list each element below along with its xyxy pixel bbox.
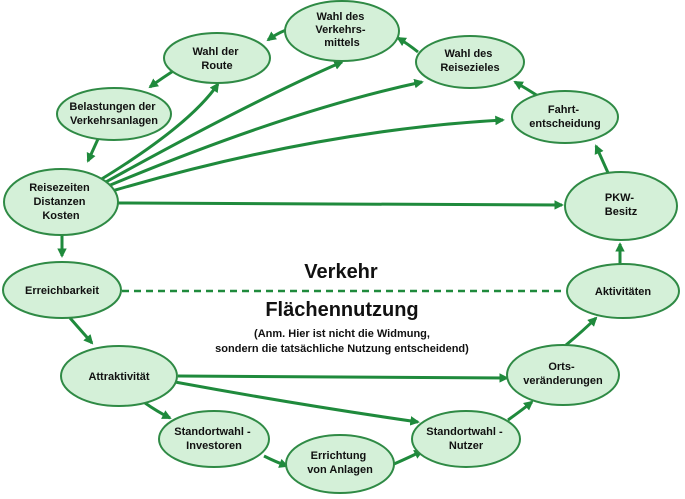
arrow-erreichbarkeit-to-attraktivitaet	[68, 317, 94, 345]
arrow-pkw-to-fahrtentscheidung	[594, 144, 611, 176]
node-pkw-besitz: PKW- Besitz	[564, 171, 678, 241]
note-line-2: sondern die tatsächliche Nutzung entsche…	[215, 343, 469, 355]
arrow-verkehrsmittel-to-route	[266, 28, 287, 42]
arrow-reisezeiten-to-fahrtentscheidung	[111, 115, 505, 193]
arrow-belastungen-to-reisezeiten	[86, 138, 100, 163]
arrow-reisezeiten-to-pkw	[117, 200, 564, 210]
node-label: Standortwahl - Investoren	[174, 426, 253, 452]
arrow-reisezeiten-to-route	[99, 82, 220, 182]
node-belastungen: Belastungen der Verkehrsanlagen	[56, 87, 172, 141]
node-standortwahl-nutzer: Standortwahl - Nutzer	[411, 410, 521, 468]
node-label: Erreichbarkeit	[25, 285, 99, 297]
edges	[57, 28, 625, 468]
label-verkehr: Verkehr	[304, 261, 378, 283]
node-wahl-reiseziel: Wahl des Reisezieles	[415, 35, 525, 89]
node-ortsveraenderungen: Orts- veränderungen	[506, 344, 620, 406]
node-erreichbarkeit: Erreichbarkeit	[2, 261, 122, 319]
node-label: Aktivitäten	[595, 286, 652, 298]
node-attraktivitaet: Attraktivität	[60, 345, 178, 407]
node-reisezeiten: Reisezeiten Distanzen Kosten	[3, 168, 119, 236]
node-label: PKW- Besitz	[605, 192, 638, 218]
node-label: Wahl des Reisezieles	[440, 48, 499, 74]
arrow-investoren-to-errichtung	[263, 454, 289, 468]
node-wahl-route: Wahl der Route	[163, 32, 271, 84]
node-label: Wahl der Route	[192, 46, 241, 72]
node-fahrtentscheidung: Fahrt- entscheidung	[511, 90, 619, 144]
arrow-ortsveraenderungen-to-aktivitaeten	[565, 316, 598, 347]
node-label: Attraktivität	[88, 371, 149, 383]
node-label: Standortwahl - Nutzer	[426, 426, 505, 452]
arrow-attraktivitaet-to-ortsveraenderungen	[177, 373, 509, 383]
arrow-reiseziel-to-verkehrsmittel	[396, 36, 419, 54]
node-label: Belastungen der Verkehrsanlagen	[69, 101, 158, 127]
node-aktivitaeten: Aktivitäten	[566, 263, 680, 319]
arrow-reisezeiten-to-verkehrsmittel	[103, 60, 344, 185]
node-standortwahl-investoren: Standortwahl - Investoren	[158, 410, 270, 468]
arrow-nutzer-to-ortsveraenderungen	[507, 400, 534, 422]
node-errichtung: Errichtung von Anlagen	[285, 434, 395, 494]
node-label: Orts- veränderungen	[523, 361, 603, 387]
arrow-fahrtentscheidung-to-reiseziel	[513, 80, 539, 98]
node-label: Errichtung von Anlagen	[307, 450, 373, 476]
label-flaechennutzung: Flächennutzung	[265, 299, 418, 321]
node-label: Fahrt- entscheidung	[529, 104, 601, 130]
note-line-1: (Anm. Hier ist nicht die Widmung,	[254, 328, 430, 340]
node-label: Reisezeiten Distanzen Kosten	[29, 182, 93, 222]
arrow-attraktivitaet-to-investoren	[144, 401, 172, 420]
arrow-reisezeiten-to-reiseziel	[107, 78, 424, 188]
arrow-attraktivitaet-to-nutzer	[174, 380, 420, 426]
node-wahl-verkehrsmittel: Wahl des Verkehrs- mittels	[284, 0, 400, 62]
node-label: Wahl des Verkehrs- mittels	[315, 11, 368, 49]
